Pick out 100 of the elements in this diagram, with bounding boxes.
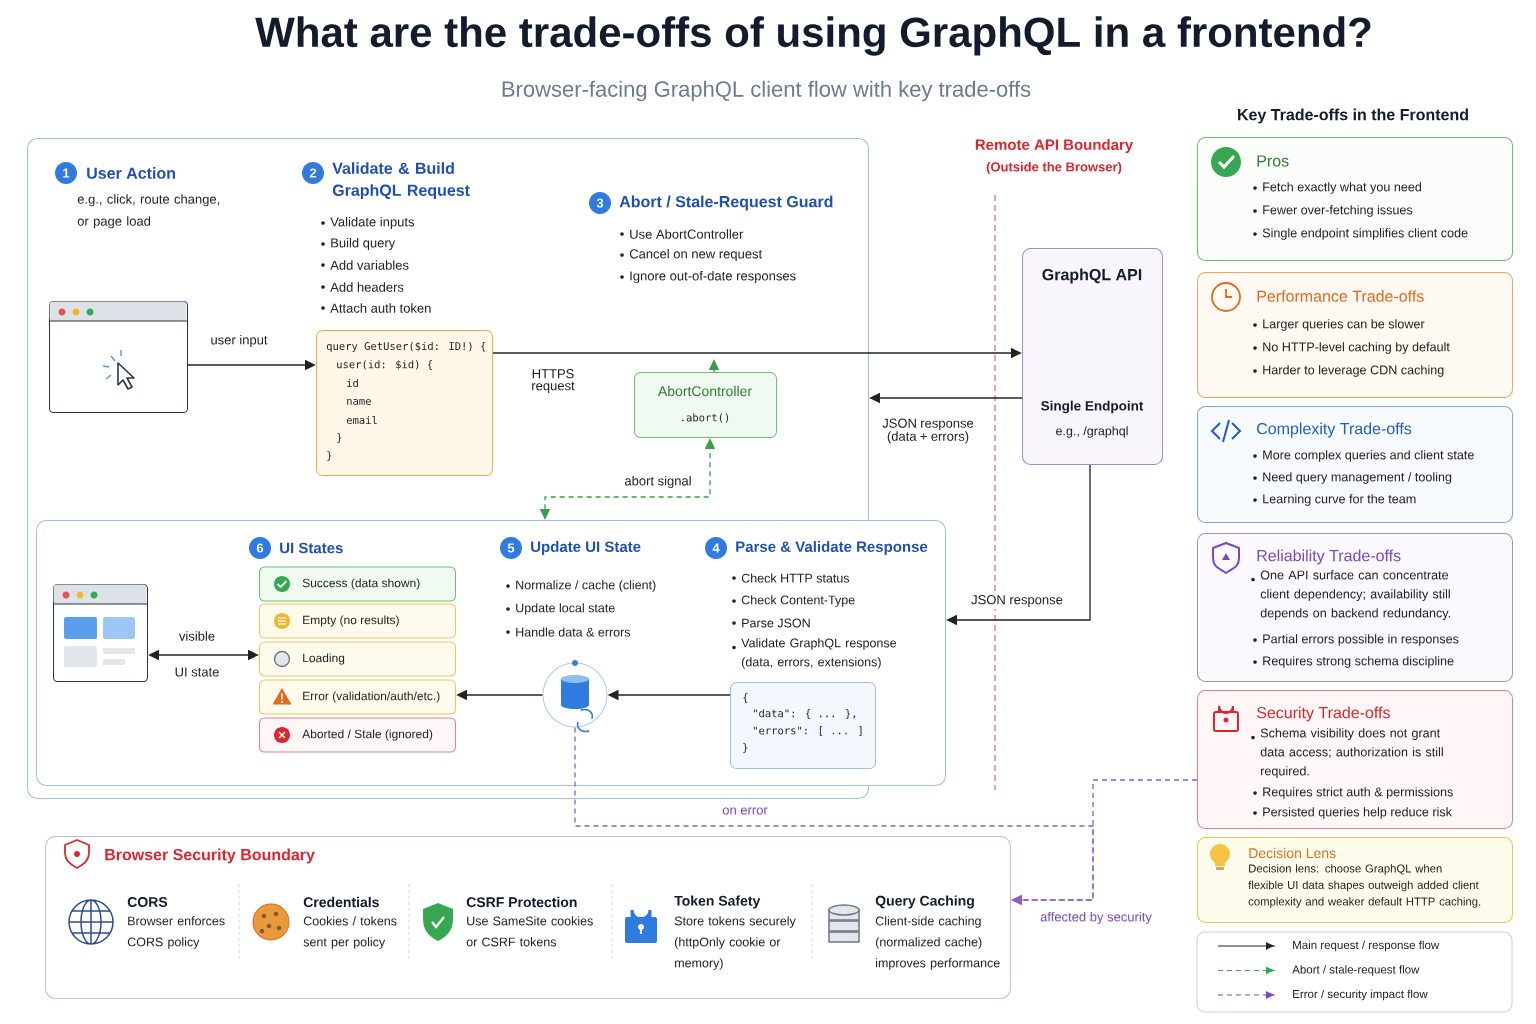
step-heading: Abort / Stale-Request Guard — [619, 195, 833, 211]
edge-label: affected by security — [1038, 909, 1154, 927]
step-number: 5 — [500, 537, 522, 559]
title: What are the trade-offs of using GraphQL in a frontend? — [255, 16, 1371, 56]
browser-window-drawing — [52, 584, 148, 682]
trade-off-card — [1197, 272, 1513, 398]
bullet-item: Persisted queries help reduce risk — [1253, 807, 1452, 819]
step-number: 1 — [55, 162, 77, 184]
step-heading: User Action — [87, 167, 175, 179]
panel-heading: Browser Security Boundary — [105, 848, 315, 864]
code-line: { — [743, 693, 748, 703]
edge-label: HTTPS request — [521, 367, 585, 395]
item-heading: CSRF Protection — [466, 896, 577, 908]
edge-label: visible — [176, 629, 218, 643]
arrow — [1011, 779, 1198, 906]
code-line: "errors": [ ... ] — [753, 726, 862, 736]
bullet-item: Validate GraphQL response (data, errors, extensions) — [732, 638, 897, 669]
bullet-item: Ignore out-of-date responses — [620, 270, 796, 284]
bullet-item: No HTTP-level caching by default — [1253, 342, 1450, 354]
status-box: Loading — [259, 641, 456, 677]
card-heading: Pros — [1257, 155, 1289, 167]
bullet-item: Larger queries can be slower — [1253, 319, 1425, 331]
card-heading: Reliability Trade-offs — [1257, 549, 1401, 565]
code-line: "data": { ... }, — [753, 709, 856, 719]
trade-off-card — [1197, 533, 1513, 682]
item-description: Browser enforces CORS policy — [127, 916, 225, 949]
code-line: } — [743, 743, 748, 753]
code-box — [730, 682, 876, 769]
bullet-item: Requires strong schema discipline — [1253, 656, 1454, 668]
bullet-item: Parse JSON — [732, 618, 810, 628]
card-body: Decision lens: choose GraphQL when flexible UI data shapes outweigh added client complexity and weaker default HTTP caching. — [1248, 864, 1481, 908]
card-heading: Performance Trade-offs — [1257, 290, 1424, 302]
arrow — [148, 649, 259, 661]
bullet-item: Build query — [321, 237, 396, 251]
edge-label: JSON response (data + errors) — [876, 416, 980, 446]
card-heading: Decision Lens — [1249, 847, 1336, 859]
trade-off-card — [1197, 406, 1513, 523]
pros-card — [1197, 137, 1513, 261]
code-line: name — [347, 399, 371, 405]
legend-text: Error / security impact flow — [1293, 989, 1428, 1001]
bullet-item: Single endpoint simplifies client code — [1253, 228, 1468, 240]
bullet-item: One API surface can concentrate client dependency; availability still depends on backend redundancy. — [1251, 570, 1451, 620]
bullet-item: Use AbortController — [620, 229, 744, 239]
bullet-item: Add variables — [321, 260, 409, 270]
bullet-item: More complex queries and client state — [1253, 450, 1474, 462]
item-description: Client-side caching (normalized cache) improves performance — [875, 916, 1000, 970]
box-title: AbortController — [657, 385, 752, 397]
decision-card — [1197, 837, 1513, 923]
arrow — [946, 464, 1091, 626]
bullet-item: Schema visibility does not grant data access; authorization is still required. — [1251, 728, 1443, 778]
legend-text: Main request / response flow — [1293, 940, 1440, 952]
bullet-item: Validate inputs — [321, 216, 415, 230]
security-boundary-panel — [45, 836, 1011, 999]
status-box: Empty (no results) — [259, 603, 456, 639]
bullet-item: Fewer over-fetching issues — [1253, 205, 1413, 217]
step-number: 3 — [589, 192, 611, 214]
legend-text: Abort / stale-request flow — [1292, 965, 1420, 976]
process-box — [634, 372, 777, 438]
step-heading: Validate & Build GraphQL Request — [332, 162, 470, 200]
code-line: } — [327, 451, 332, 461]
code-line: query GetUser($id: ID!) { — [326, 341, 486, 353]
step-heading: UI States — [280, 542, 343, 554]
status-box: Error (validation/auth/etc.) — [259, 679, 456, 715]
item-heading: Token Safety — [674, 895, 761, 909]
item-description: Cookies / tokens sent per policy — [303, 916, 397, 949]
box-title: GraphQL API — [1042, 268, 1142, 284]
item-description: Use SameSite cookies or CSRF tokens — [466, 916, 593, 947]
bullet-item: Learning curve for the team — [1253, 494, 1416, 506]
bullet-item: Partial errors possible in responses — [1253, 634, 1459, 646]
api-box — [1022, 248, 1163, 465]
bullet-item: Handle data & errors — [506, 627, 631, 637]
status-box: Success (data shown) — [259, 566, 456, 602]
code-line: id — [347, 378, 358, 388]
trade-off-card — [1197, 690, 1513, 829]
bullet-item: Normalize / cache (client) — [506, 580, 656, 592]
item-heading: Query Caching — [875, 895, 974, 909]
browser-window-drawing — [48, 301, 188, 413]
bullet-item: Check Content-Type — [732, 595, 855, 607]
edge-label: JSON response — [969, 593, 1065, 609]
code-line: .abort() — [682, 413, 729, 423]
code-line: email — [346, 415, 377, 425]
bullet-item: Need query management / tooling — [1253, 472, 1452, 484]
boundary-label: Remote API Boundary — [975, 139, 1134, 153]
box-subtitle: Single Endpoint — [1041, 400, 1144, 414]
bullet-item: Requires strict auth & permissions — [1253, 787, 1453, 799]
flow-label: UI state — [175, 667, 219, 677]
code-box — [316, 330, 493, 476]
database-circle — [542, 660, 608, 733]
step-number: 2 — [302, 162, 324, 184]
step-heading: Parse & Validate Response — [736, 541, 928, 555]
subtitle: Browser-facing GraphQL client flow with key trade-offs — [502, 80, 1031, 102]
status-box: Aborted / Stale (ignored) — [259, 717, 456, 753]
card-heading: Complexity Trade-offs — [1257, 422, 1412, 438]
step-description: e.g., click, route change, or page load — [77, 194, 220, 229]
card-heading: Security Trade-offs — [1256, 706, 1390, 722]
bullet-item: Fetch exactly what you need — [1253, 182, 1422, 194]
bullet-item: Update local state — [506, 603, 615, 615]
step-number: 4 — [705, 537, 727, 559]
bullet-item: Attach auth token — [321, 303, 431, 313]
bullet-item: Harder to leverage CDN caching — [1253, 365, 1444, 377]
